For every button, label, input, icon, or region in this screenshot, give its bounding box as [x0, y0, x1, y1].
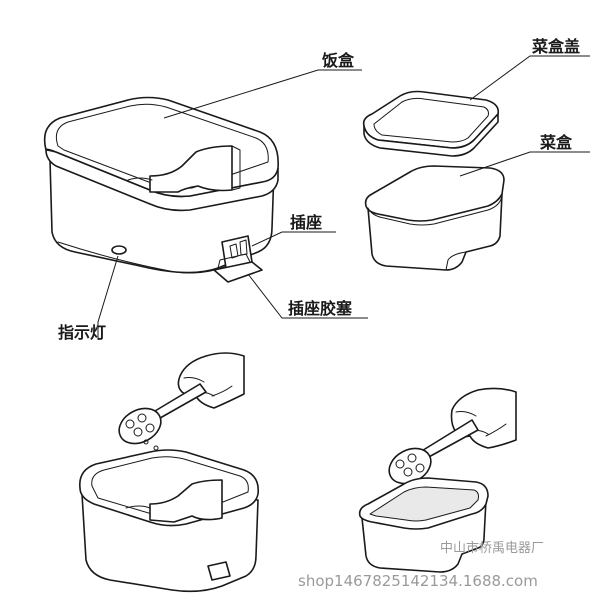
leader-rice-box [163, 69, 362, 119]
tongs-right-hole [415, 463, 425, 473]
tongs-right-hole [403, 467, 413, 477]
dish-box-top-rim [367, 195, 503, 226]
leader-dish-box [459, 151, 590, 177]
rice-box-open-illustration [79, 449, 260, 593]
dish-box-lid-inner [373, 97, 489, 143]
leader-indicator-light [97, 255, 119, 340]
label-socket-plug: 插座胶塞 [288, 299, 353, 318]
socket-plug-tab [217, 253, 251, 269]
label-dish-box-lid: 菜盒盖 [531, 37, 580, 56]
rice-box-shadow [127, 177, 153, 181]
dish-box-body-foot [445, 251, 467, 271]
rice-box-body-bottom [57, 241, 233, 274]
rice-box-illustration [43, 96, 279, 283]
tongs-left-hole [145, 423, 155, 433]
dish-box-lid-edge [363, 113, 499, 157]
leader-lines [97, 55, 590, 340]
rice-grain [143, 439, 149, 445]
dish-box-illustration [364, 165, 505, 271]
watermark-shop: shop1467825142134.1688.com [298, 572, 538, 590]
dish-box-open-lid-dark [369, 486, 479, 522]
label-socket: 插座 [290, 213, 322, 232]
rice-box-open-divider [149, 479, 223, 523]
dish-box-open-illustration [358, 477, 489, 573]
dish-box-top [364, 165, 505, 222]
leader-socket [251, 231, 336, 247]
label-indicator-light: 指示灯 [58, 323, 106, 342]
dish-box-lid-illustration [362, 90, 500, 157]
tongs-right-hole [395, 459, 405, 469]
tongs-left-hole [137, 413, 147, 423]
hand-tongs-right [388, 387, 517, 493]
tongs-right-hole [407, 453, 417, 463]
watermark-company: 中山市桥禹电器厂 [440, 540, 544, 556]
rice-box-divider-top [149, 145, 241, 193]
indicator-light-icon [111, 245, 127, 255]
leader-dish-box-lid [469, 55, 590, 101]
rice-box-open-shadow [125, 505, 151, 509]
tongs-left-hole [125, 419, 135, 429]
leader-socket-plug [247, 273, 368, 319]
rice-grain [153, 445, 159, 451]
tongs-left-hole [133, 427, 143, 437]
label-dish-box: 菜盒 [539, 133, 573, 152]
label-rice-box: 饭盒 [321, 51, 355, 70]
rice-box-open-plug [207, 561, 231, 581]
socket-plug-icon [213, 261, 263, 283]
hand-tongs-left [118, 352, 245, 461]
